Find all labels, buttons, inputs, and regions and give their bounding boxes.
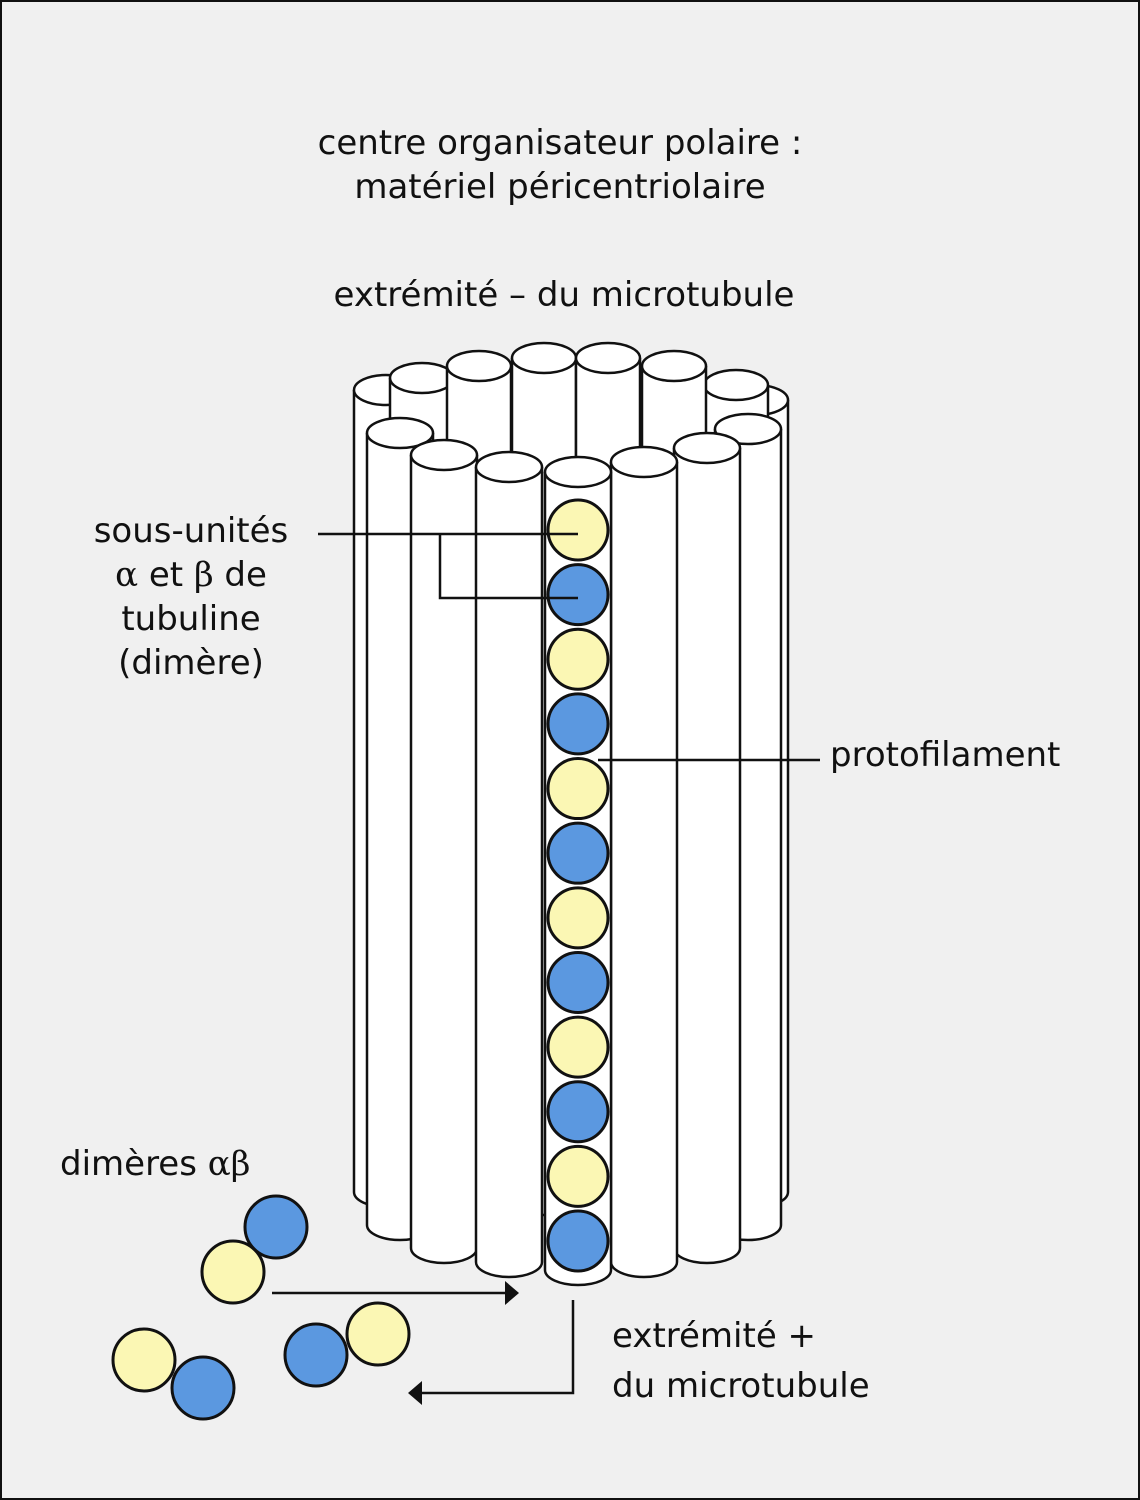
centre-label-line2: matériel péricentriolaire [354,167,766,207]
front-protofilament-6-top [609,445,679,479]
beta-tubulin-subunit [170,1355,236,1421]
alpha-symbol: α [115,555,139,595]
alpha-tubulin-subunit [546,627,610,691]
subunits-et: et [138,555,194,595]
alpha-tubulin-subunit [111,1327,177,1393]
subunit-leader-beta [438,534,578,600]
disassembly-arrow-shaft [422,1300,575,1395]
front-protofilament-4-top [672,431,742,465]
beta-tubulin-subunit [546,950,610,1014]
back-protofilament-8-top [640,349,708,383]
centre-label-line1: centre organisateur polaire : [317,123,803,163]
beta-symbol: β [193,555,214,595]
centre-organisateur-label: centre organisateur polaire : matériel p… [160,121,960,209]
alpha-tubulin-subunit [546,498,610,562]
front-protofilament-3-body [409,455,479,1265]
protofilament-label: protofilament [830,735,1061,775]
front-protofilament-7-top [543,455,613,489]
beta-tubulin-subunit [546,692,610,756]
front-protofilament-5 [474,450,544,1279]
free-dimer-3 [283,1301,411,1388]
free-dimer-1 [200,1194,309,1305]
alpha-tubulin-subunit [345,1301,411,1367]
beta-tubulin-subunit [546,563,610,627]
minus-end-label: extrémité – du microtubule [333,275,795,315]
subunits-line3: tubuline [121,599,261,639]
front-protofilament-1-top [365,416,435,450]
alpha-tubulin-subunit [546,757,610,821]
beta-tubulin-subunit [243,1194,309,1260]
dimers-text: dimères [60,1144,208,1184]
subunits-line4: (dimère) [118,643,264,683]
front-protofilament-4-body [672,448,742,1265]
protofilament-subunits [546,498,610,1273]
assembly-arrowhead [505,1281,519,1305]
beta-tubulin-subunit [546,1209,610,1273]
alpha-tubulin-subunit [546,886,610,950]
front-protofilament-5-body [474,467,544,1279]
back-protofilament-6-top [510,341,578,375]
front-protofilament-3 [409,438,479,1265]
beta-tubulin-subunit [283,1322,349,1388]
plus-end-line1: extrémité + [612,1316,817,1356]
back-protofilament-7-top [574,341,642,375]
front-protofilament-3-top [409,438,479,472]
subunits-label: sous-unités α et β de tubuline (dimère) [55,509,327,685]
back-protofilament-3-top [388,361,456,395]
plus-end-line2: du microtubule [612,1366,870,1406]
front-protofilament-2-top [713,412,783,446]
beta-tubulin-subunit [546,821,610,885]
beta-tubulin-subunit [546,1080,610,1144]
dimers-label: dimères αβ [60,1142,250,1186]
back-protofilament-5-top [445,349,513,383]
free-dimers [111,1194,411,1421]
alpha-tubulin-subunit [546,1015,610,1079]
back-protofilament-4-top [702,368,770,402]
plus-end-label: extrémité + du microtubule [612,1311,870,1411]
subunits-de: de [213,555,267,595]
alpha-tubulin-subunit [546,1144,610,1208]
polymerization-arrows [272,1281,575,1405]
disassembly-arrowhead [408,1381,422,1405]
subunits-line1: sous-unités [93,511,289,551]
front-protofilament-4 [672,431,742,1265]
front-protofilament-6-body [609,462,679,1279]
front-protofilament-6 [609,445,679,1279]
leader-lines [318,532,820,762]
alpha-beta-symbol: αβ [207,1144,251,1184]
front-protofilament-5-top [474,450,544,484]
subunits-line2: α et β de [55,553,327,597]
alpha-tubulin-subunit [200,1239,266,1305]
free-dimer-2 [111,1327,236,1421]
